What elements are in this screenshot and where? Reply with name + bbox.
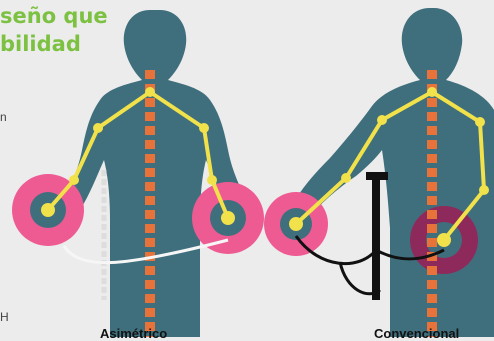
figure-asymmetric: [12, 10, 264, 337]
caption-conventional: Convencional: [374, 326, 459, 341]
silhouette-right: [292, 8, 494, 337]
figure-conventional: [264, 8, 494, 337]
device-right: [366, 176, 388, 300]
caption-asymmetric: Asimétrico: [100, 326, 167, 341]
